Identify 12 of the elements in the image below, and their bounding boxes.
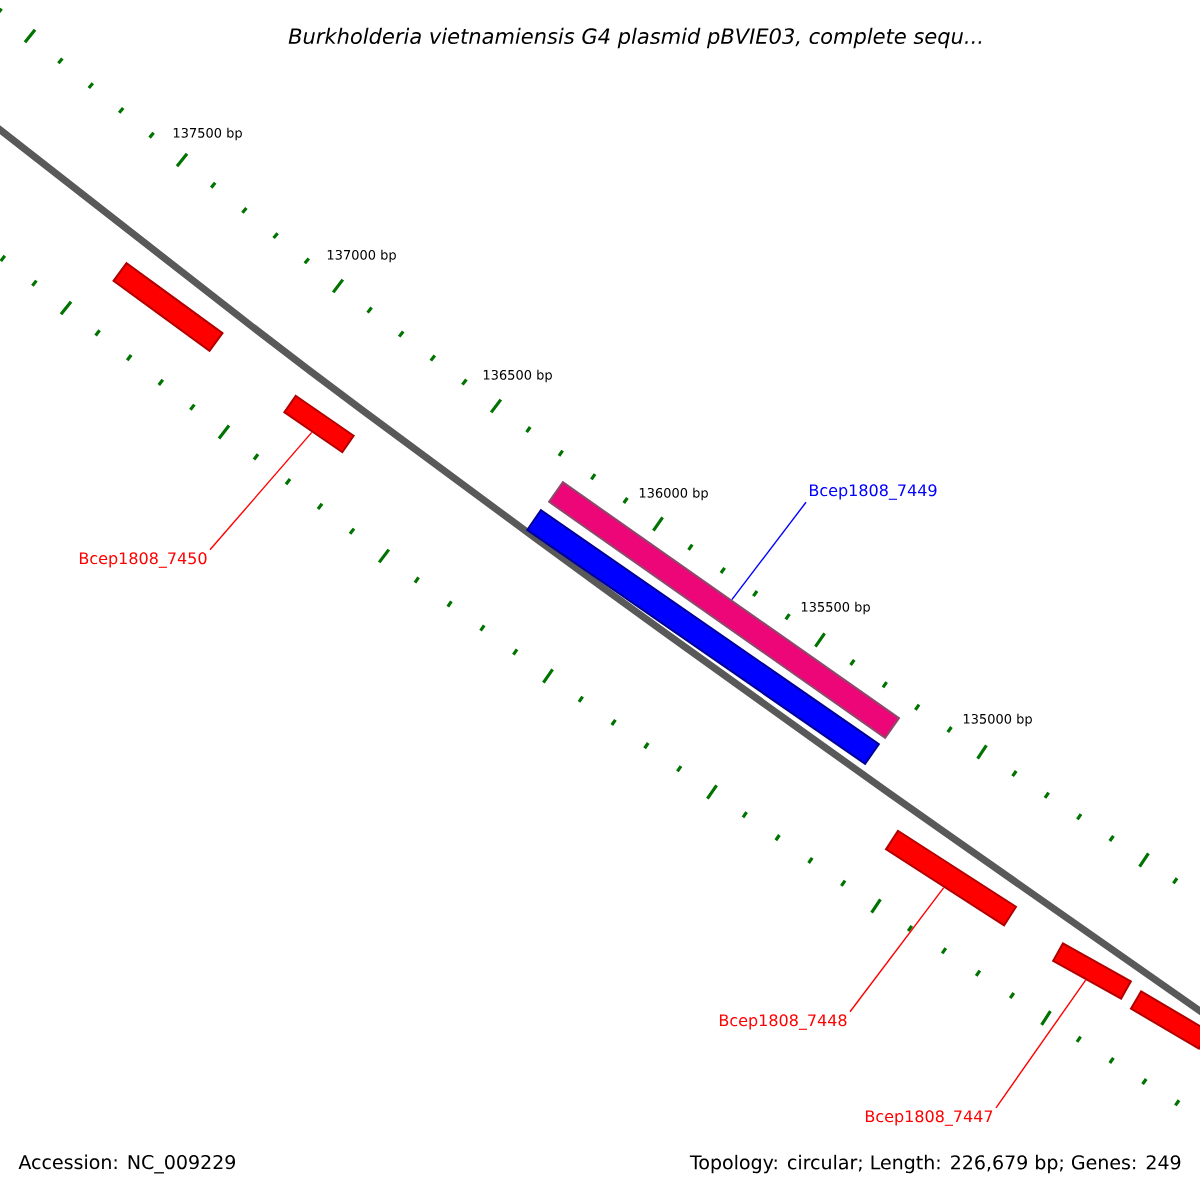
gene-label: Bcep1808_7449	[810, 484, 937, 500]
leader-line	[731, 501, 807, 601]
title: Burkholderia vietnamiensis G4 plasmid pBVIE03, complete sequ...	[288, 27, 982, 49]
leader-line	[209, 431, 313, 551]
gene-label: Bcep1808_7450	[79, 552, 207, 568]
gene-label: Bcep1808_7448	[719, 1014, 847, 1030]
accession-text: Accession: NC_009229	[18, 1154, 235, 1174]
leader-line	[995, 979, 1087, 1109]
gene-bar	[1129, 990, 1200, 1050]
leader-line	[849, 886, 945, 1013]
summary-text: Topology: circular; Length: 226,679 bp; Genes: 249	[689, 1154, 1181, 1174]
gene-label: Bcep1808_7447	[865, 1110, 993, 1126]
